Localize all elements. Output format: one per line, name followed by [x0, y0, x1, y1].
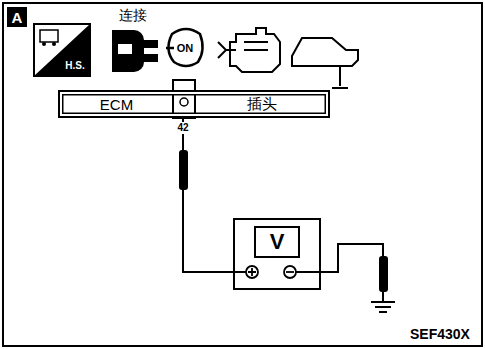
tag-box [7, 7, 27, 27]
terminal-plus [246, 266, 258, 278]
on-text: ON [177, 43, 194, 54]
ground-wire [296, 244, 383, 272]
connector-icon [112, 30, 158, 72]
voltmeter: V [233, 218, 321, 290]
engine-icon [218, 28, 280, 72]
pin-number: 42 [176, 122, 189, 134]
lift-icon [292, 38, 358, 88]
figure-code: SEF430X [410, 327, 470, 341]
connect-text: 连接 [119, 8, 147, 22]
terminal-minus [284, 266, 296, 278]
tag-letter: A [12, 10, 23, 25]
frame [3, 3, 482, 346]
test-probe [379, 256, 388, 292]
hs-text: H.S. [65, 61, 84, 71]
key-icon [166, 29, 203, 66]
test-lead [183, 118, 246, 272]
connector-label: 插头 [195, 95, 328, 114]
hs-icon [34, 24, 90, 76]
test-probe [179, 150, 188, 190]
meter-symbol: V [254, 226, 301, 258]
ground-symbol [371, 292, 395, 312]
ecm-connector: ECM 插头 [58, 90, 330, 118]
connector-tab [173, 80, 195, 118]
ecm-label: ECM [60, 96, 173, 113]
